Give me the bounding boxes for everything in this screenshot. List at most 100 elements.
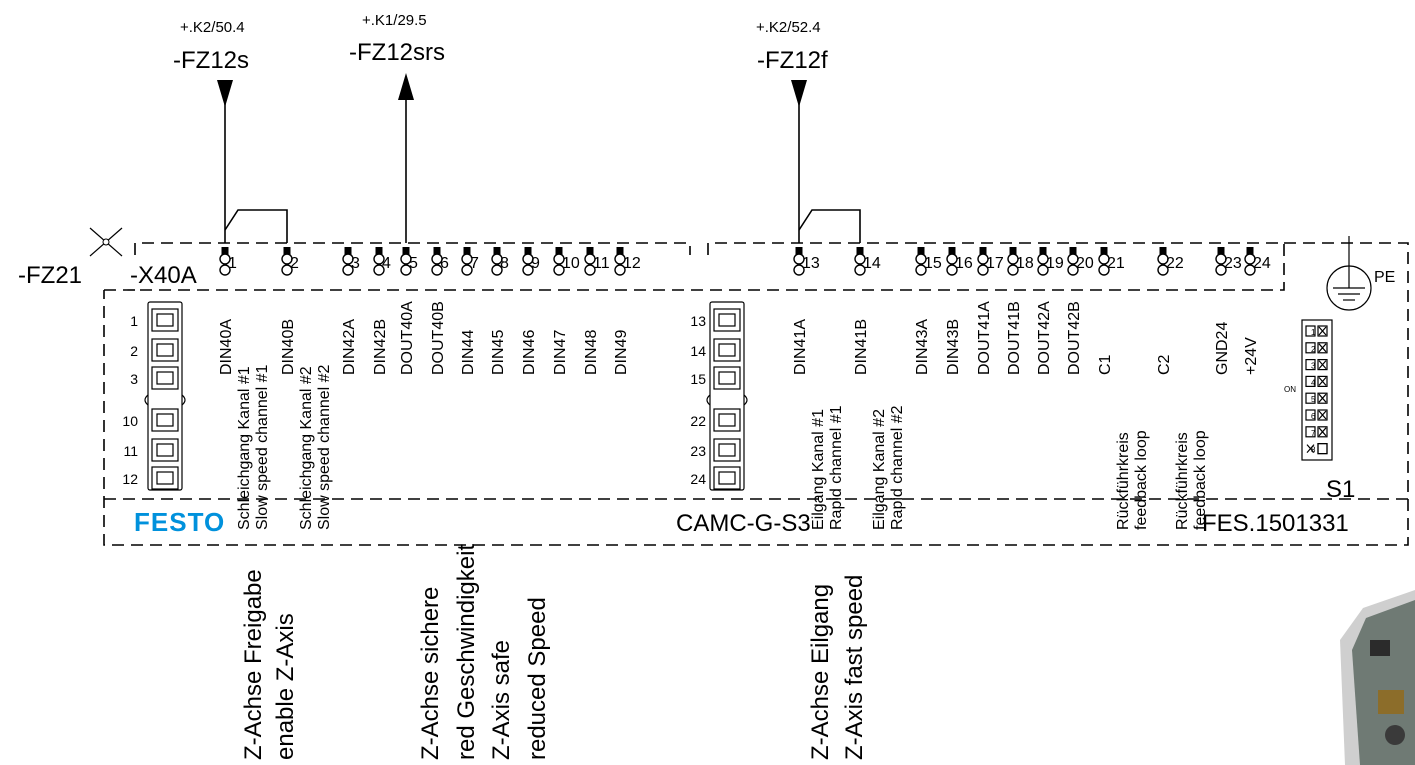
terminal-pin: 7 — [461, 247, 479, 276]
terminal-pin: 10 — [553, 247, 580, 276]
pin-signal-label: DOUT41B — [1006, 301, 1023, 375]
safe-speed-annotation-en2: reduced Speed — [524, 597, 551, 760]
pin-signal-label: GND24 — [1214, 322, 1231, 375]
terminal-pin: 24 — [1244, 247, 1271, 276]
pin-number: 10 — [562, 255, 580, 272]
plug-position-number: 22 — [690, 413, 706, 429]
fz12f-reference: +.K2/52.4 — [756, 19, 821, 36]
pin-number: 6 — [440, 255, 449, 272]
pin-number: 24 — [1253, 255, 1271, 272]
pin-number: 8 — [500, 255, 509, 272]
terminal-pin: 8 — [491, 247, 509, 276]
terminal-pin: 22 — [1157, 247, 1184, 276]
pin-signal-label: DIN42B — [372, 319, 389, 375]
plug-position-number: 23 — [690, 443, 706, 459]
plug-position-number: 1 — [130, 313, 138, 329]
pin-signal-label: DIN43A — [914, 319, 931, 375]
pin-signal-label: Rapid channel #1 — [828, 405, 845, 530]
pin-number: 15 — [924, 255, 942, 272]
plug-position-number: 24 — [690, 471, 706, 487]
terminal-pin: 5 — [400, 247, 418, 276]
pin-signal-label: DIN40B — [280, 319, 297, 375]
dip-position-number: 5 — [1311, 395, 1316, 404]
fz12s-arrow — [217, 80, 233, 243]
terminal-pin: 9 — [522, 247, 540, 276]
safe-speed-annotation-de1: Z-Achse sichere — [417, 587, 444, 760]
pin-signal-label: Slow speed channel #1 — [254, 364, 271, 530]
pin-number: 11 — [593, 255, 610, 272]
pin-number: 17 — [986, 255, 1004, 272]
plug-position-number: 2 — [130, 343, 138, 359]
pin-number: 1 — [228, 255, 237, 272]
terminal-pin: 17 — [977, 247, 1004, 276]
plug-position-number: 11 — [123, 443, 138, 459]
pin-number: 14 — [863, 255, 881, 272]
pin-signal-label: DIN44 — [460, 330, 477, 375]
pin-number: 3 — [351, 255, 360, 272]
terminal-pin: 15 — [915, 247, 942, 276]
pin-number: 5 — [409, 255, 418, 272]
terminal-pin: 21 — [1098, 247, 1125, 276]
dip-position-number: 4 — [1311, 378, 1316, 387]
pin-signal-label: DIN46 — [521, 330, 538, 375]
terminal-pin: 1 — [219, 247, 237, 276]
dip-on-label: ON — [1284, 385, 1296, 394]
pe-label: PE — [1374, 269, 1395, 286]
device-tag: -FZ21 — [18, 262, 82, 289]
fz12f-label: -FZ12f — [757, 47, 828, 74]
pin-signal-label: Eilgang Kanal #2 — [871, 409, 888, 530]
pin-signal-label: +24V — [1243, 337, 1260, 375]
pin-signal-label: DIN45 — [490, 330, 507, 375]
pin-number: 9 — [531, 255, 540, 272]
dip-position-number: 8 — [1311, 446, 1316, 455]
plug-position-number: 3 — [130, 371, 138, 387]
pin-signal-label: DIN47 — [552, 330, 569, 375]
pin-signal-label: Schleichgang Kanal #2 — [298, 366, 315, 530]
dip-position-number: 2 — [1311, 345, 1316, 354]
fz12srs-reference: +.K1/29.5 — [362, 12, 427, 29]
terminal-pin: 23 — [1215, 247, 1242, 276]
terminal-pin: 14 — [854, 247, 881, 276]
pin-number: 12 — [623, 255, 641, 272]
fz12srs-arrow — [398, 73, 414, 243]
plug-position-number: 14 — [690, 343, 706, 359]
pin-signal-label: feedback loop — [1133, 430, 1150, 530]
pin-signal-label: feedback loop — [1192, 430, 1209, 530]
terminal-pin: 11 — [584, 247, 610, 276]
connector-label: -X40A — [130, 262, 197, 289]
jumper-13-14 — [798, 209, 861, 243]
terminal-pin: 13 — [793, 247, 820, 276]
pin-signal-label: Eilgang Kanal #1 — [810, 409, 827, 530]
fz12srs-label: -FZ12srs — [349, 39, 445, 66]
pin-number: 13 — [802, 255, 820, 272]
safe-speed-annotation-en1: Z-Axis safe — [488, 640, 515, 760]
pin-signal-label: DIN41A — [792, 319, 809, 375]
fz12f-arrow — [791, 80, 807, 243]
pin-signal-label: Slow speed channel #2 — [316, 364, 333, 530]
pin-signal-label: C2 — [1156, 354, 1173, 375]
pin-number: 23 — [1224, 255, 1242, 272]
pin-signal-label: DIN40A — [218, 319, 235, 375]
device-photo — [1340, 590, 1415, 765]
pin-number: 19 — [1046, 255, 1064, 272]
pin-signal-label: Rückführkreis — [1115, 432, 1132, 530]
pin-signal-label: DIN43B — [945, 319, 962, 375]
enable-annotation-de: Z-Achse Freigabe — [240, 569, 267, 760]
dip-position-number: 7 — [1311, 429, 1316, 438]
pin-signal-label: DOUT42B — [1066, 301, 1083, 375]
terminal-pin: 3 — [342, 247, 360, 276]
terminal-pin: 19 — [1037, 247, 1064, 276]
pin-signal-label: DOUT42A — [1036, 301, 1053, 375]
fz12s-label: -FZ12s — [173, 47, 249, 74]
plug-position-number: 12 — [122, 471, 138, 487]
enable-annotation-en: enable Z-Axis — [272, 613, 299, 760]
fast-annotation: Z-Achse Eilgang Z-Axis fast speed — [807, 575, 868, 760]
pin-number: 16 — [955, 255, 973, 272]
pin-signal-label: DIN41B — [853, 319, 870, 375]
pin-number: 4 — [382, 255, 391, 272]
